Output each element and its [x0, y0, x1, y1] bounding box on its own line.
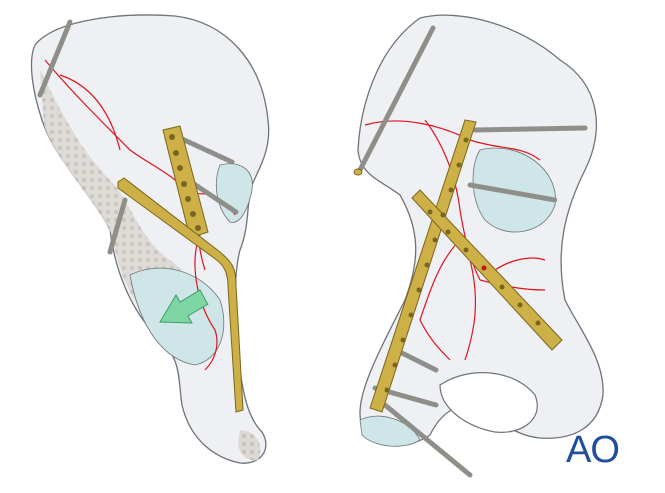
screw: [357, 25, 436, 173]
screw: [472, 125, 588, 133]
right-plates: [369, 119, 563, 413]
ao-logo: AO: [566, 429, 619, 471]
screw: [397, 349, 439, 373]
screw: [467, 182, 558, 203]
plate: [369, 119, 477, 413]
screw: [37, 19, 73, 98]
right-screws: [357, 25, 588, 478]
plate: [117, 177, 244, 413]
left-cortex-bottom: [238, 430, 261, 461]
screw: [177, 135, 235, 165]
left-plates: [117, 125, 244, 413]
right-foramen: [439, 372, 538, 433]
right-cartilage-lower: [359, 415, 421, 447]
screw-head: [353, 168, 363, 176]
arrow-icon: [159, 289, 209, 324]
right-pelvis-view: [353, 14, 604, 478]
right-cartilage: [472, 147, 556, 233]
screw: [107, 197, 128, 255]
left-bone: [30, 14, 270, 464]
screw: [382, 402, 473, 478]
left-pelvis-view: [30, 14, 270, 464]
